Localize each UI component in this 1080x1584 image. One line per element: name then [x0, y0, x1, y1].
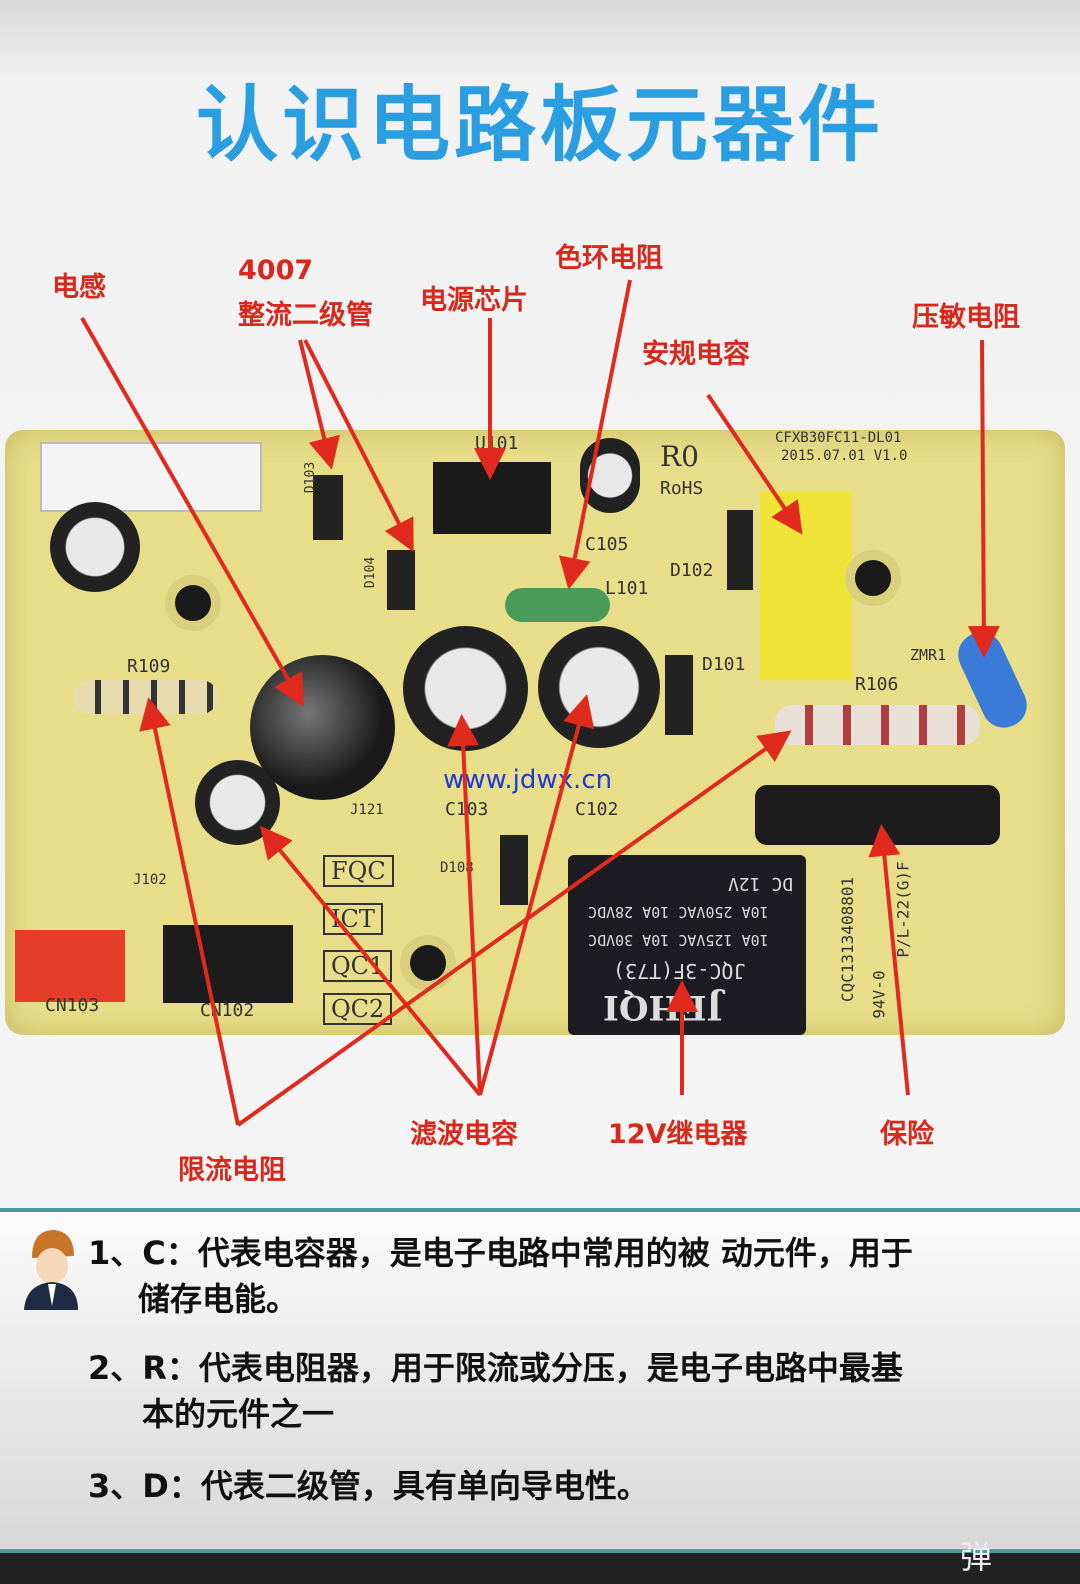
danmaku-button[interactable]: 弹 — [960, 1538, 993, 1576]
board-text: R106 — [855, 674, 899, 695]
label-diode: 整流二级管 — [238, 300, 373, 331]
diode-d108 — [500, 835, 528, 905]
arrow-fuse — [868, 824, 910, 1096]
connector-cn103 — [15, 930, 125, 1002]
notes-panel — [0, 1208, 1080, 1553]
note-2: 2、R：代表电阻器，用于限流或分压，是电子电路中最基 本的元件之一 — [88, 1345, 903, 1437]
label-chip: 电源芯片 — [420, 285, 528, 316]
arrow-inductor — [80, 317, 304, 707]
label-filter-cap: 滤波电容 — [410, 1119, 518, 1150]
inductor-coil — [250, 655, 395, 800]
board-text: ZMR1 — [910, 646, 947, 664]
arrow-safety-cap — [706, 393, 803, 535]
label-diode-number: 4007 — [238, 255, 314, 286]
note-3: 3、D：代表二级管，具有单向导电性。 — [88, 1463, 649, 1509]
board-text: L101 — [605, 578, 649, 599]
diode-d103 — [313, 475, 343, 540]
label-inductor: 电感 — [52, 272, 106, 303]
board-text: D102 — [670, 560, 714, 581]
arrow-diode-2 — [303, 339, 414, 553]
capacitor — [50, 502, 140, 592]
capacitor-c102 — [538, 626, 660, 748]
arrow-varistor — [967, 339, 1000, 658]
arrow-diode-1 — [298, 339, 340, 470]
worker-avatar-icon — [24, 1230, 78, 1310]
color-ring-resistor — [505, 588, 610, 622]
qc2-box: QC2 — [323, 993, 393, 1025]
board-text: R0 — [660, 440, 699, 473]
page-title: 认识电路板元器件 — [195, 78, 884, 173]
arrows-layer — [80, 279, 1000, 1127]
board-text: J121 — [350, 802, 384, 818]
diode-d102 — [727, 510, 753, 590]
diode-d104 — [387, 550, 415, 610]
label-fuse: 保险 — [880, 1119, 934, 1150]
label-color-ring: 色环电阻 — [555, 243, 663, 274]
board-date: 2015.07.01 V1.0 — [781, 448, 908, 464]
board-text: R109 — [127, 656, 171, 677]
note-line: 1、C：代表电容器，是电子电路中常用的被 动元件，用于 — [88, 1234, 913, 1272]
board-text: D108 — [440, 860, 474, 876]
label-safety-cap: 安规电容 — [642, 339, 750, 370]
mount-hole — [400, 935, 456, 991]
board-text: CN103 — [45, 995, 100, 1016]
board-text: RoHS — [660, 478, 704, 499]
arrow-filter-2 — [447, 714, 482, 1096]
arrow-filter-1 — [259, 825, 482, 1097]
watermark: www.jdwx.cn — [443, 765, 613, 795]
board-text: C105 — [585, 534, 629, 555]
board-version: CFXB30FC11-DL01 — [775, 430, 902, 446]
mount-hole — [165, 575, 221, 631]
board-text: D101 — [702, 654, 746, 675]
note-line: 2、R：代表电阻器，用于限流或分压，是电子电路中最基 — [88, 1349, 903, 1387]
board-text: C102 — [575, 799, 619, 820]
note-line: 3、D：代表二级管，具有单向导电性。 — [88, 1467, 649, 1505]
arrow-limit-res-2 — [236, 730, 792, 1127]
diode-d101 — [665, 655, 693, 735]
connector-cn102 — [163, 925, 293, 1003]
arrow-limit-res-1 — [139, 697, 240, 1126]
mount-hole — [845, 550, 901, 606]
arrow-color-ring — [558, 279, 632, 590]
arrow-filter-3 — [478, 694, 595, 1096]
connector-white — [40, 442, 262, 512]
video-bottom-bar — [0, 1553, 1080, 1584]
note-line: 本的元件之一 — [142, 1395, 335, 1433]
fqc-box: FQC — [323, 855, 394, 887]
board-text: J102 — [133, 872, 167, 888]
resistor-r106 — [775, 705, 980, 745]
label-limit-res: 限流电阻 — [178, 1155, 286, 1186]
label-relay: 12V继电器 — [608, 1119, 748, 1150]
note-1: 1、C：代表电容器，是电子电路中常用的被 动元件，用于 储存电能。 — [88, 1230, 913, 1322]
label-varistor: 压敏电阻 — [912, 302, 1020, 333]
note-line: 储存电能。 — [138, 1280, 299, 1318]
